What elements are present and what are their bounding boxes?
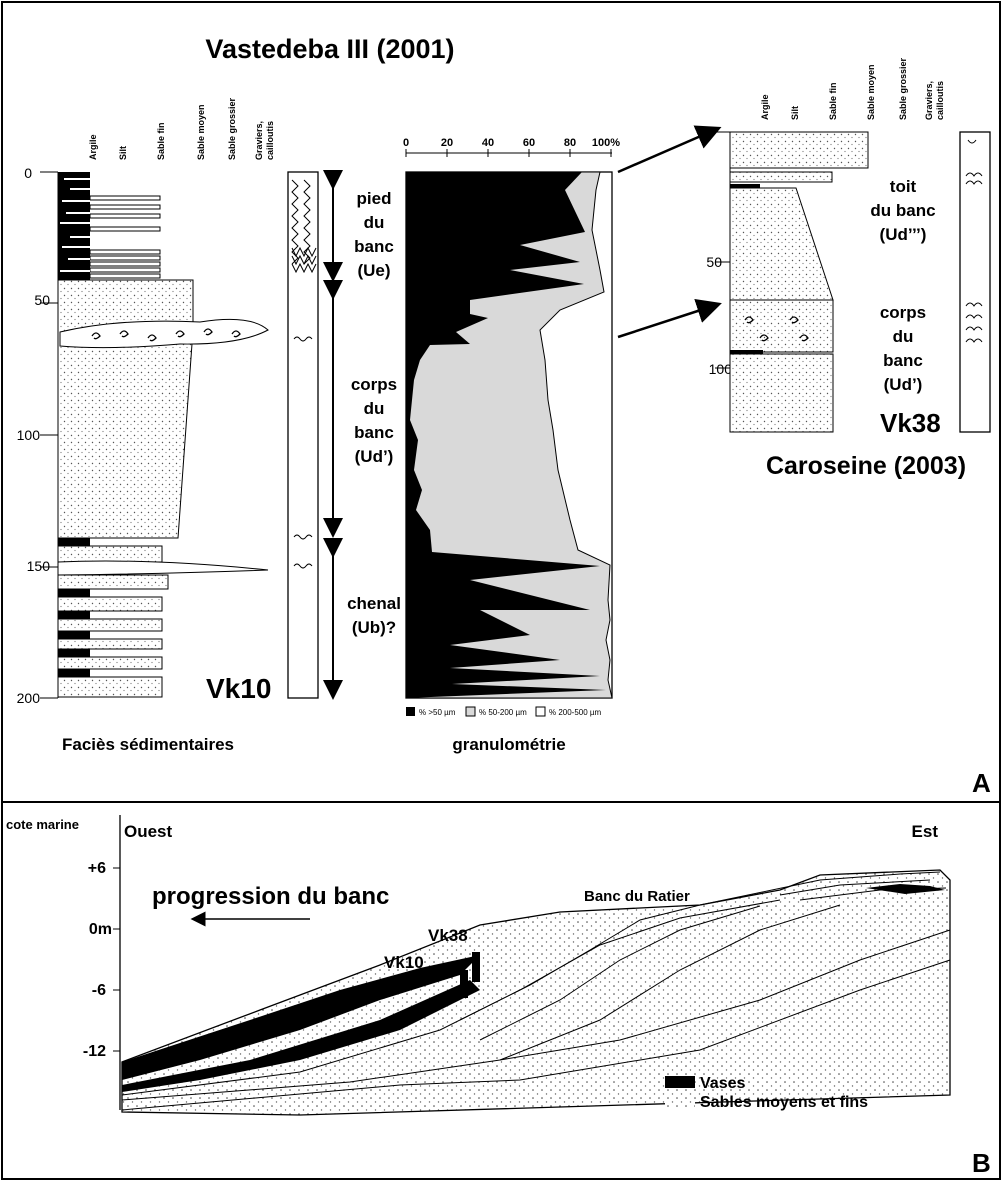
vk38-tick-50: 50 (706, 254, 722, 270)
core-marker-vk10 (460, 970, 468, 998)
unit-ue-line-3: banc (354, 237, 394, 256)
panel-b-frame (1, 801, 1001, 1180)
y-tick-minus12: -12 (83, 1043, 106, 1060)
vk10-core-label: Vk10 (206, 673, 271, 704)
vk38-depth-axis: 0 50 100 (706, 124, 732, 432)
legend-vases: Vases (700, 1075, 745, 1092)
vk38-structure-column (959, 131, 991, 433)
unit-corps38-line-4: (Ud’) (884, 375, 923, 394)
header-sable-moyen: Sable moyen (196, 104, 206, 160)
unit-toit-line-1: toit (890, 177, 917, 196)
unit-ub-line-2: (Ub)? (352, 618, 396, 637)
granulo-tick-100: 100% (592, 137, 620, 149)
vk38-header-graviers: Graviers, (924, 81, 934, 120)
granulo-tick-60: 60 (523, 137, 535, 149)
progression-label: progression du banc (152, 883, 389, 910)
unit-toit-line-3: (Ud’’’) (880, 225, 927, 244)
header-sable-grossier: Sable grossier (227, 97, 237, 160)
vk38-tick-100: 100 (709, 361, 733, 377)
unit-ud-line-1: corps (351, 375, 397, 394)
vk38-facies-log (729, 131, 869, 433)
y-tick-0m: 0m (89, 921, 112, 938)
cross-section (121, 869, 951, 1116)
bank-name: Banc du Ratier (584, 888, 690, 905)
vk38-header-sable-grossier: Sable grossier (898, 57, 908, 120)
vk38-header-sable-moyen: Sable moyen (866, 64, 876, 120)
unit-ud-line-2: du (364, 399, 385, 418)
vk38-core-label: Vk38 (880, 408, 941, 438)
panel-a-letter: A (972, 768, 991, 798)
granulometry-chart: 0 20 40 60 80 100% % >50 µm % 50-200 µm … (403, 137, 620, 717)
granulo-caption: granulométrie (452, 735, 565, 754)
legend-swatch-fine-sand (465, 706, 476, 717)
legend-swatch-medium-sand (535, 706, 546, 717)
arrow-to-vk38-body (617, 298, 722, 339)
y-tick-minus6: -6 (92, 982, 106, 999)
header-cailloutis: cailloutis (265, 121, 275, 160)
vk38-header-sable-fin: Sable fin (828, 82, 838, 120)
label-ouest: Ouest (124, 822, 173, 841)
vk38-header-cailloutis: cailloutis (935, 81, 945, 120)
legend-fine-sand: % 50-200 µm (479, 708, 527, 717)
y-axis-ticks (113, 867, 120, 1052)
label-est: Est (912, 822, 939, 841)
header-sable-fin: Sable fin (156, 122, 166, 160)
granulo-tick-80: 80 (564, 137, 576, 149)
vk38-unit-labels: toit du banc (Ud’’’) corps du banc (Ud’) (870, 177, 935, 394)
vk38-header-argile: Argile (760, 94, 770, 120)
vk10-tick-0: 0 (24, 165, 32, 181)
unit-ue-line-1: pied (357, 189, 392, 208)
title-vastedeba: Vastedeba III (2001) (205, 34, 454, 64)
vk38-tick-0: 0 (706, 124, 714, 140)
vk10-structure-column (287, 171, 319, 699)
unit-corps38-line-2: du (893, 327, 914, 346)
vk10-unit-labels: pied du banc (Ue) corps du banc (Ud’) ch… (347, 189, 401, 637)
granulo-tick-20: 20 (441, 137, 453, 149)
arrow-to-vk38-top (617, 125, 722, 174)
legend-sables: Sables moyens et fins (700, 1094, 868, 1111)
vk10-tick-50: 50 (34, 292, 50, 308)
vk38-header-silt: Silt (790, 106, 800, 120)
unit-toit-line-2: du banc (870, 201, 935, 220)
legend-sables-swatch (665, 1095, 695, 1107)
vk10-tick-100: 100 (17, 427, 41, 443)
unit-ud-line-4: (Ud’) (355, 447, 394, 466)
unit-ue-line-4: (Ue) (357, 261, 390, 280)
legend-medium-sand: % 200-500 µm (549, 708, 602, 717)
y-tick-plus6: +6 (88, 860, 106, 877)
legend-swatch-mud (406, 707, 415, 716)
unit-ue-line-2: du (364, 213, 385, 232)
unit-corps38-line-3: banc (883, 351, 923, 370)
vk10-grain-headers: Argile Silt Sable fin Sable moyen Sable … (88, 97, 275, 160)
core-marker-vk38 (472, 952, 480, 982)
core-label-vk38: Vk38 (428, 926, 468, 945)
header-argile: Argile (88, 134, 98, 160)
header-graviers: Graviers, (254, 121, 264, 160)
unit-corps38-line-1: corps (880, 303, 926, 322)
header-silt: Silt (118, 146, 128, 160)
vk10-depth-axis: 0 50 100 150 200 (17, 165, 59, 706)
vk10-tick-150: 150 (27, 558, 51, 574)
unit-ub-line-1: chenal (347, 594, 401, 613)
vk10-tick-200: 200 (17, 690, 41, 706)
unit-ud-line-3: banc (354, 423, 394, 442)
granulo-tick-0: 0 (403, 137, 409, 149)
title-caroseine: Caroseine (2003) (766, 452, 966, 480)
vk10-facies-log (57, 172, 269, 698)
legend-vases-swatch (665, 1076, 695, 1088)
y-axis-title: cote marine (6, 817, 79, 832)
legend-mud: % >50 µm (419, 708, 456, 717)
core-label-vk10: Vk10 (384, 953, 424, 972)
vk38-grain-headers: Argile Silt Sable fin Sable moyen Sable … (760, 57, 945, 120)
panel-b-letter: B (972, 1148, 991, 1178)
granulo-tick-40: 40 (482, 137, 494, 149)
facies-caption: Faciès sédimentaires (62, 735, 234, 754)
